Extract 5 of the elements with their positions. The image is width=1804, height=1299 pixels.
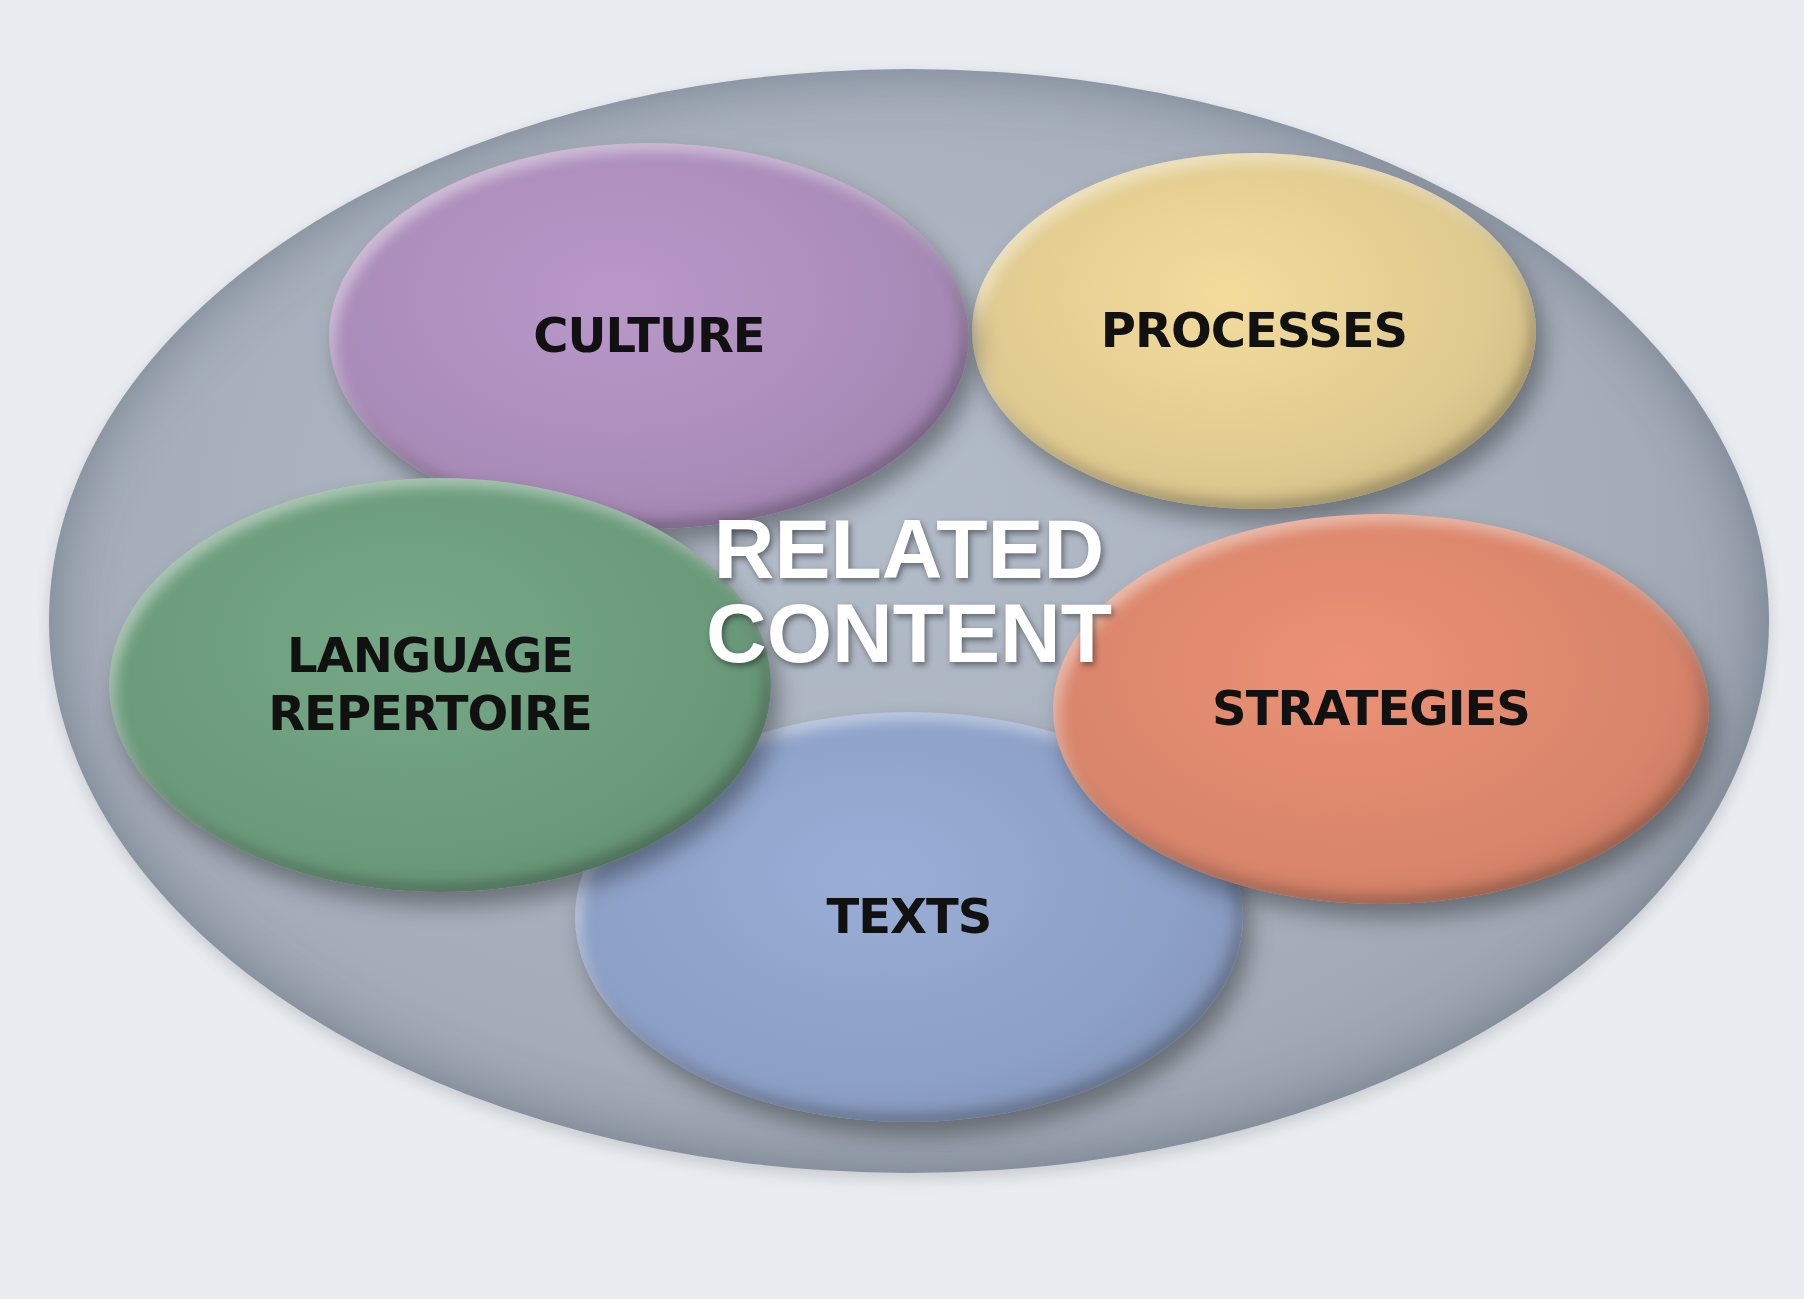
oval-label: STRATEGIES	[1211, 679, 1531, 739]
oval-label: LANGUAGE REPERTOIRE	[267, 626, 593, 743]
oval-label: CULTURE	[532, 306, 766, 366]
oval-label: TEXTS	[825, 887, 993, 947]
oval-label: PROCESSES	[1099, 301, 1409, 361]
